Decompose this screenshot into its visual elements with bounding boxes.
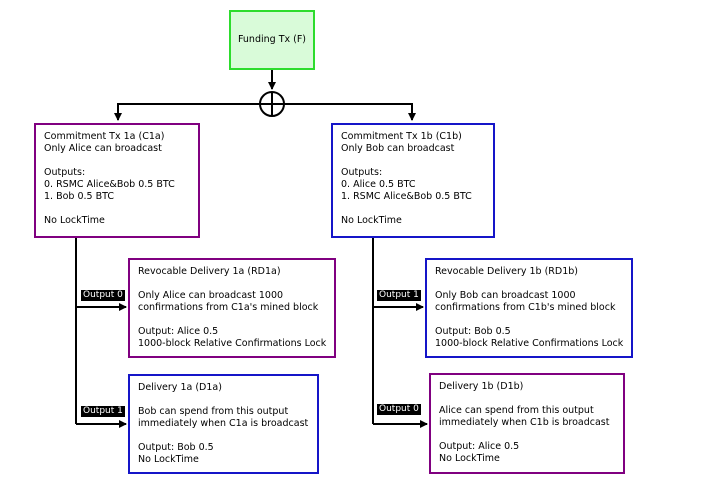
xor-to-c1a-line <box>114 103 260 121</box>
rd1a-title: Revocable Delivery 1a (RD1a) <box>138 266 281 277</box>
rd1a-desc-1: Only Alice can broadcast 1000 <box>138 290 284 301</box>
d1b-locktime: No LockTime <box>439 453 500 464</box>
rd1a-desc-2: confirmations from C1a's mined block <box>138 302 319 313</box>
xor-to-c1b-line <box>284 103 416 121</box>
d1b-desc-1: Alice can spend from this output <box>439 405 594 416</box>
c1a-outputs-heading: Outputs: <box>44 167 86 178</box>
c1b-output-0: 0. Alice 0.5 BTC <box>341 179 416 190</box>
rd1b-title: Revocable Delivery 1b (RD1b) <box>435 266 578 277</box>
c1a-output-0-tag: Output 0 <box>81 290 125 301</box>
d1a-locktime: No LockTime <box>138 454 199 465</box>
xor-symbol <box>259 91 285 117</box>
d1a-desc-1: Bob can spend from this output <box>138 406 289 417</box>
rd1b-output: Output: Bob 0.5 <box>435 326 511 337</box>
d1b-title: Delivery 1b (D1b) <box>439 381 524 392</box>
funding-tx-label: Funding Tx (F) <box>237 34 307 45</box>
d1b-desc-2: immediately when C1b is broadcast <box>439 417 610 428</box>
d1a-desc-2: immediately when C1a is broadcast <box>138 418 309 429</box>
revocable-delivery-rd1b-box: Revocable Delivery 1b (RD1b) Only Bob ca… <box>425 258 633 358</box>
commitment-tx-c1b-box: Commitment Tx 1b (C1b) Only Bob can broa… <box>331 123 495 238</box>
c1a-output-0: 0. RSMC Alice&Bob 0.5 BTC <box>44 179 175 190</box>
c1b-locktime: No LockTime <box>341 215 402 226</box>
c1a-title: Commitment Tx 1a (C1a) <box>44 131 165 142</box>
c1b-broadcast-note: Only Bob can broadcast <box>341 143 455 154</box>
rd1a-lock: 1000-block Relative Confirmations Lock <box>138 338 327 349</box>
c1b-outputs-heading: Outputs: <box>341 167 383 178</box>
rd1b-lock: 1000-block Relative Confirmations Lock <box>435 338 624 349</box>
d1a-output: Output: Bob 0.5 <box>138 442 214 453</box>
c1a-broadcast-note: Only Alice can broadcast <box>44 143 162 154</box>
delivery-d1a-box: Delivery 1a (D1a) Bob can spend from thi… <box>128 374 319 474</box>
c1a-locktime: No LockTime <box>44 215 105 226</box>
funding-tx-box: Funding Tx (F) <box>229 10 315 70</box>
c1a-output-1-tag: Output 1 <box>81 406 125 417</box>
c1b-output-1: 1. RSMC Alice&Bob 0.5 BTC <box>341 191 472 202</box>
rd1a-output: Output: Alice 0.5 <box>138 326 219 337</box>
c1a-output-1: 1. Bob 0.5 BTC <box>44 191 114 202</box>
d1b-output: Output: Alice 0.5 <box>439 441 520 452</box>
c1b-output-0-tag: Output 0 <box>377 404 421 415</box>
rd1b-desc-2: confirmations from C1b's mined block <box>435 302 616 313</box>
d1a-title: Delivery 1a (D1a) <box>138 382 222 393</box>
commitment-tx-c1a-box: Commitment Tx 1a (C1a) Only Alice can br… <box>34 123 200 238</box>
c1b-title: Commitment Tx 1b (C1b) <box>341 131 462 142</box>
rd1b-desc-1: Only Bob can broadcast 1000 <box>435 290 576 301</box>
delivery-d1b-box: Delivery 1b (D1b) Alice can spend from t… <box>429 373 625 474</box>
revocable-delivery-rd1a-box: Revocable Delivery 1a (RD1a) Only Alice … <box>128 258 336 358</box>
c1b-output-1-tag: Output 1 <box>377 290 421 301</box>
